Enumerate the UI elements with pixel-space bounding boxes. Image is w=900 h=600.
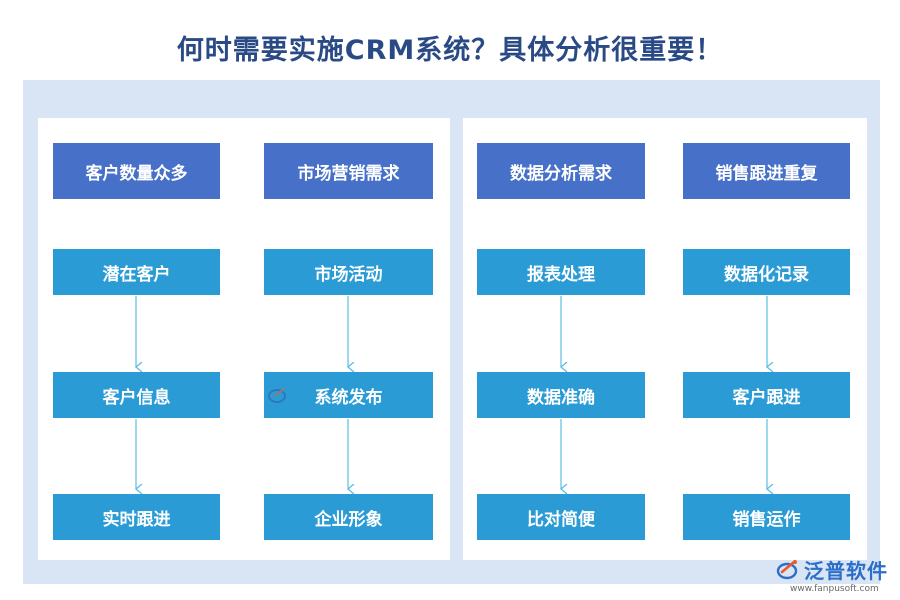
column-1-header: 客户数量众多 [53,143,220,199]
column-4-step-3: 销售运作 [683,494,850,540]
column-3-step-2: 数据准确 [477,372,645,418]
column-4-step-2: 客户跟进 [683,372,850,418]
column-2-step-2: 系统发布 [264,372,433,418]
column-3-step-3: 比对简便 [477,494,645,540]
brand-url: www.fanpusoft.com [790,584,879,594]
column-4-step-1: 数据化记录 [683,249,850,295]
column-2-header: 市场营销需求 [264,143,433,199]
column-1-step-2: 客户信息 [53,372,220,418]
column-2-step-1: 市场活动 [264,249,433,295]
brand-logo: 泛普软件 [776,553,888,585]
column-1-step-3: 实时跟进 [53,494,220,540]
brand-mark-icon [776,560,798,580]
column-3-step-1: 报表处理 [477,249,645,295]
brand-name: 泛普软件 [804,558,888,583]
column-2-step-3: 企业形象 [264,494,433,540]
watermark-logo-icon [268,384,312,406]
column-4-header: 销售跟进重复 [683,143,850,199]
diagram-title: 何时需要实施CRM系统？具体分析很重要！ [176,35,724,66]
column-3-header: 数据分析需求 [477,143,645,199]
column-1-step-1: 潜在客户 [53,249,220,295]
